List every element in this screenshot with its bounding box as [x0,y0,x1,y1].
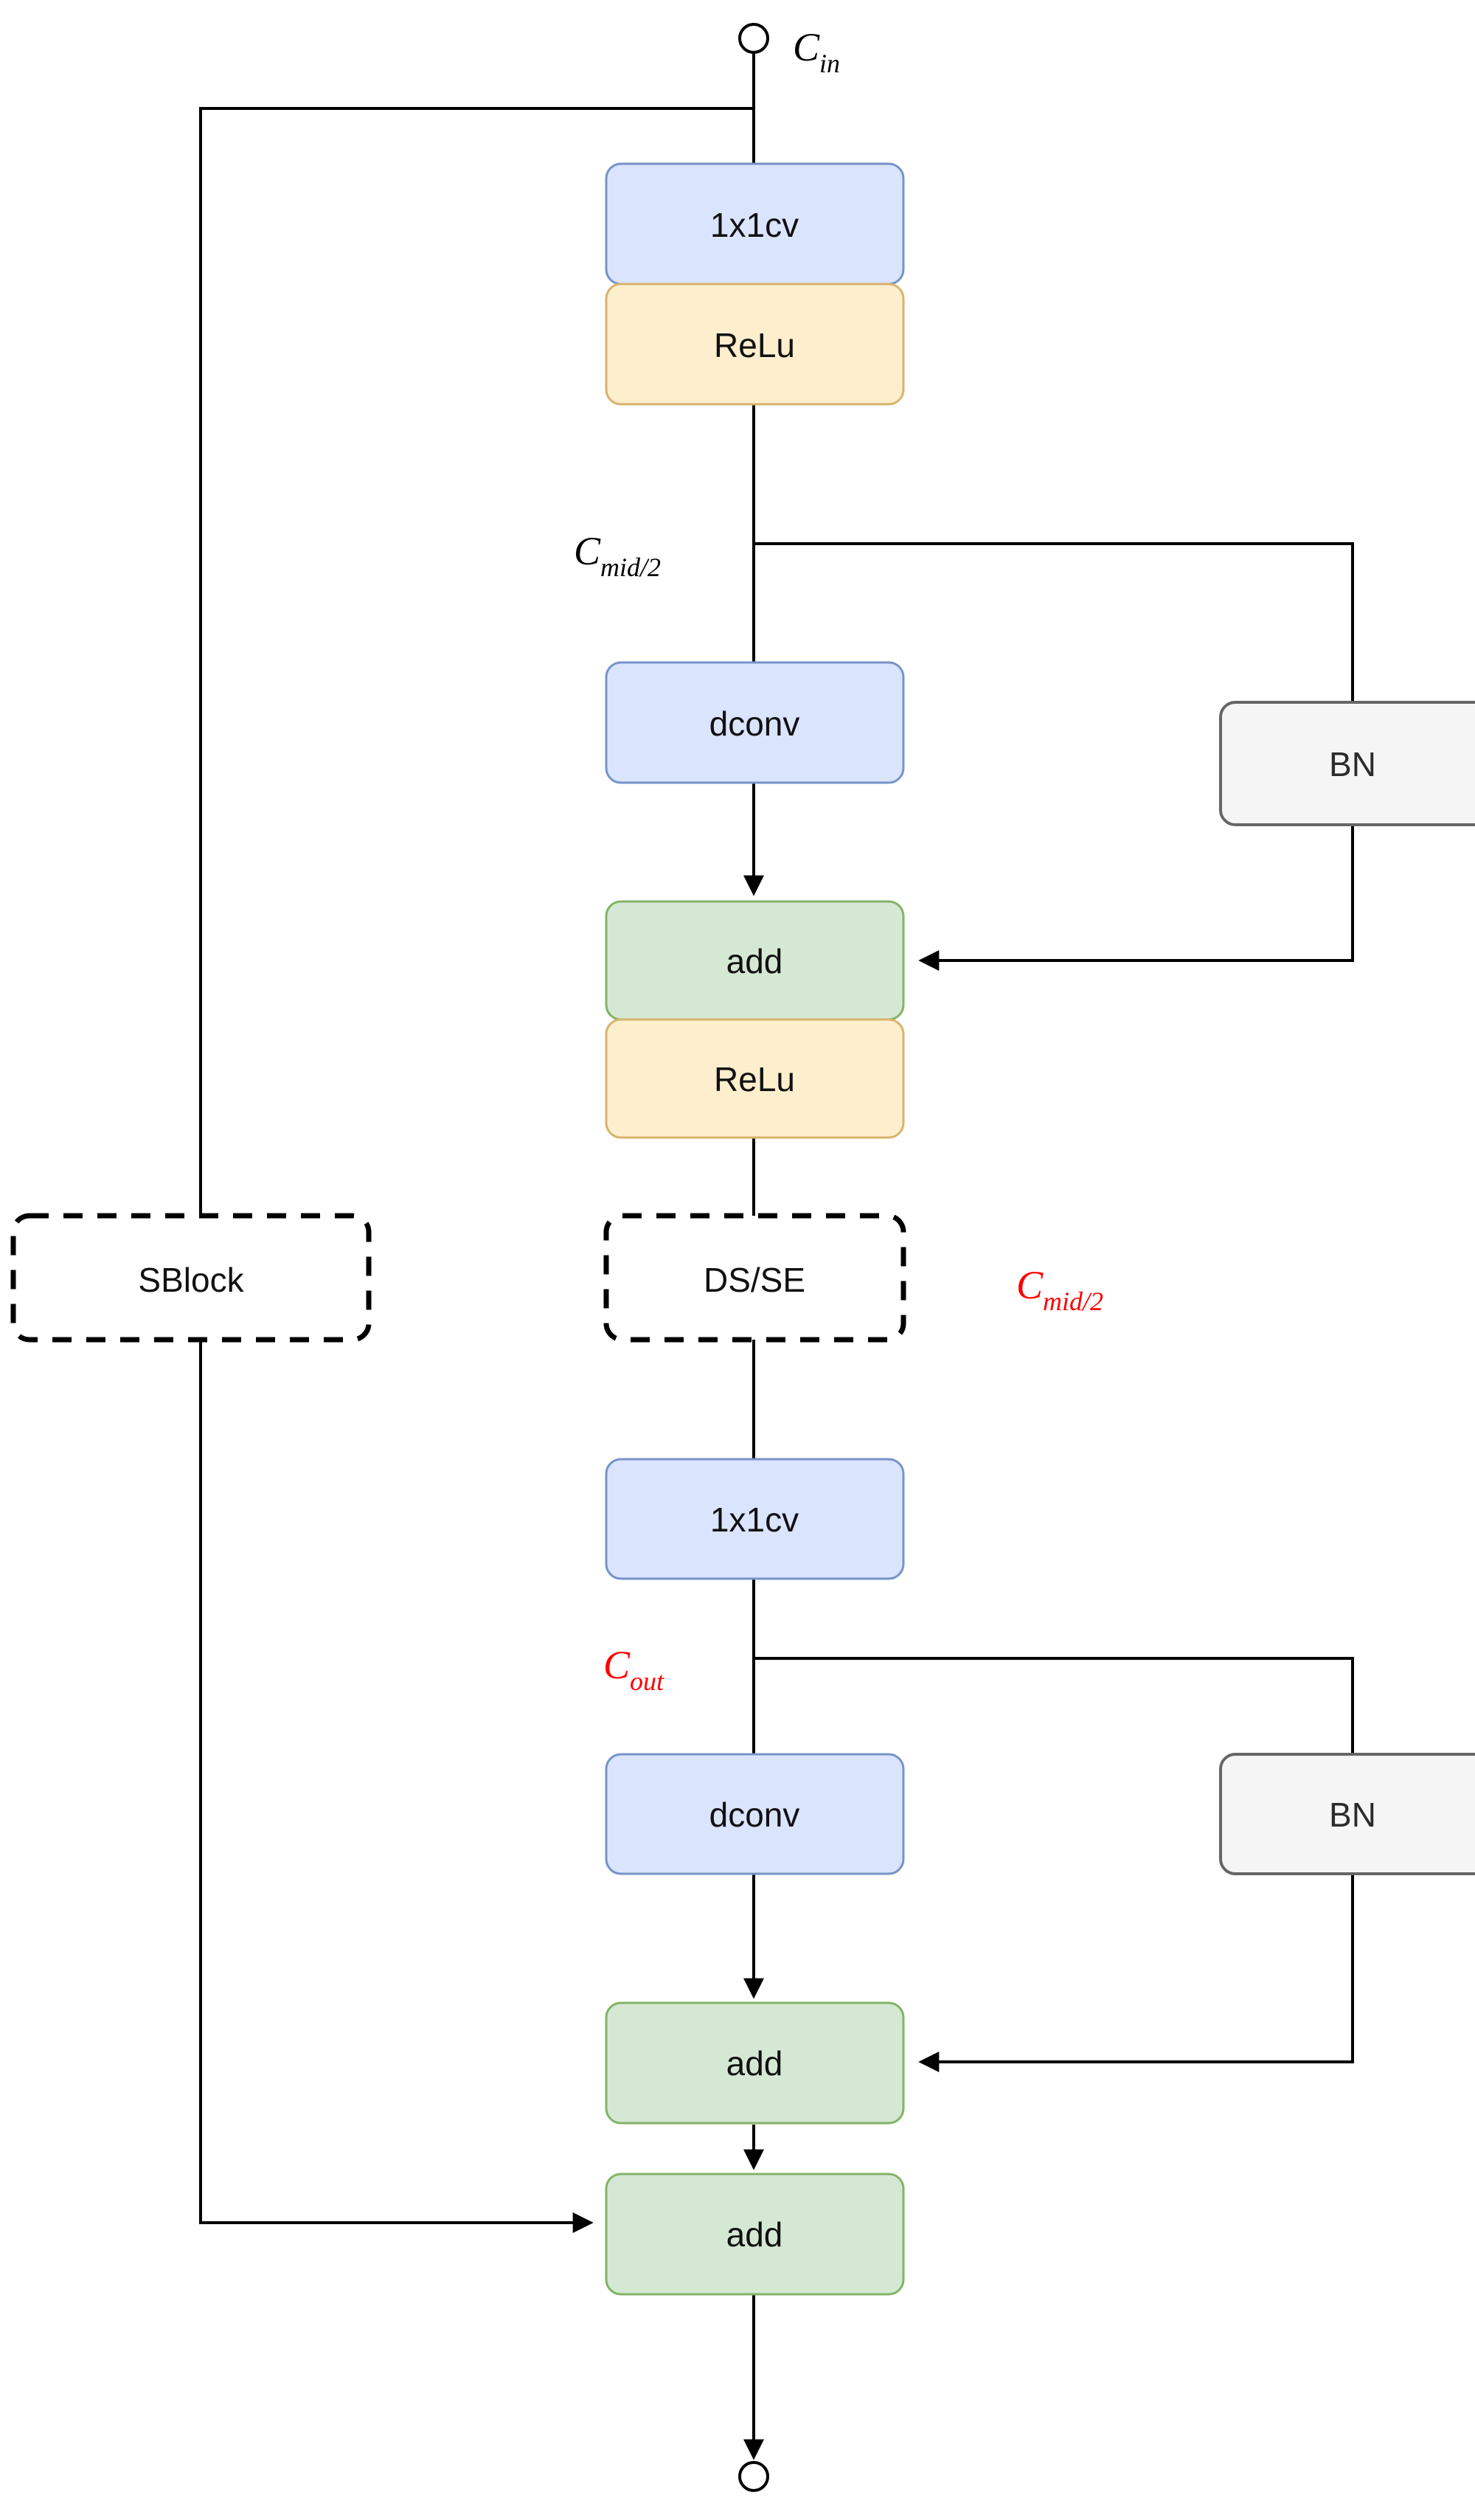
svg-text:Cin: Cin [793,25,840,78]
input-terminal[interactable] [738,23,769,54]
edge-skip-to-sblock [199,107,754,1216]
node-dconv1-label: dconv [709,705,800,743]
annotation-c-mid-half-mid-base: C [1016,1263,1044,1307]
edge-sblock-to-add3 [199,1340,594,2233]
node-dconv1-shape [605,661,905,784]
node-relu1-shape [605,283,905,406]
svg-text:Cout: Cout [603,1643,664,1696]
node-add2-shape [605,2001,905,2125]
node-conv2-shape [605,1458,905,1580]
annotation-c-out-base: C [603,1643,631,1687]
node-sblock-shape [10,1213,372,1343]
node-conv2[interactable]: 1x1cv [605,1458,905,1580]
edge-bn2-to-add2 [918,1872,1354,2072]
node-sblock-label: SBlock [138,1261,244,1299]
svg-text:Cmid/2: Cmid/2 [574,529,661,582]
node-add2[interactable]: add [605,2001,905,2125]
node-dsse-label: DS/SE [704,1261,805,1299]
node-dsse-shape [603,1213,906,1343]
annotation-c-in-sub: in [819,49,840,78]
node-dconv1[interactable]: dconv [605,661,905,784]
annotation-c-in: Cin [793,25,840,78]
annotation-c-mid-half-top: Cmid/2 [574,529,661,582]
node-bn2-label: BN [1329,1796,1376,1834]
node-conv1-label: 1x1cv [710,206,799,244]
annotation-c-in-base: C [793,25,820,69]
node-bn1-label: BN [1329,745,1376,783]
node-sblock[interactable]: SBlock [10,1213,372,1343]
node-dsse[interactable]: DS/SE [603,1213,906,1343]
node-add2-label: add [726,2044,783,2083]
node-add3-shape [605,2173,905,2296]
output-terminal[interactable] [738,2461,769,2492]
node-relu1[interactable]: ReLu [605,283,905,406]
annotation-c-out: Cout [603,1643,664,1696]
node-bn1-shape [1219,701,1475,826]
edge-bn1-to-add1 [918,825,1354,971]
node-dconv2-label: dconv [709,1796,800,1834]
svg-text:Cmid/2: Cmid/2 [1016,1263,1103,1316]
annotation-c-mid-half-mid-sub: mid/2 [1043,1287,1103,1316]
node-relu2-shape [605,1018,905,1139]
node-add3-label: add [726,2215,783,2254]
node-conv2-label: 1x1cv [710,1500,799,1539]
node-add3[interactable]: add [605,2173,905,2296]
node-add1[interactable]: add [605,900,905,1021]
node-bn2[interactable]: BN [1219,1753,1475,1875]
node-bn1[interactable]: BN [1219,701,1475,826]
node-relu1-label: ReLu [714,326,795,364]
edge-branch-to-bn1 [754,542,1354,702]
node-dconv2[interactable]: dconv [605,1753,905,1875]
annotation-c-out-sub: out [630,1666,664,1696]
node-bn2-shape [1219,1753,1475,1875]
annotation-c-mid-half-top-base: C [574,529,601,573]
edge-branch-to-bn2 [754,1657,1354,1754]
node-relu2[interactable]: ReLu [605,1018,905,1139]
annotation-c-mid-half-top-sub: mid/2 [600,553,661,582]
node-conv1[interactable]: 1x1cv [605,162,905,285]
annotation-c-mid-half-mid: Cmid/2 [1016,1263,1103,1316]
node-dconv2-shape [605,1753,905,1875]
node-add1-label: add [726,942,783,980]
node-relu2-label: ReLu [714,1060,795,1098]
